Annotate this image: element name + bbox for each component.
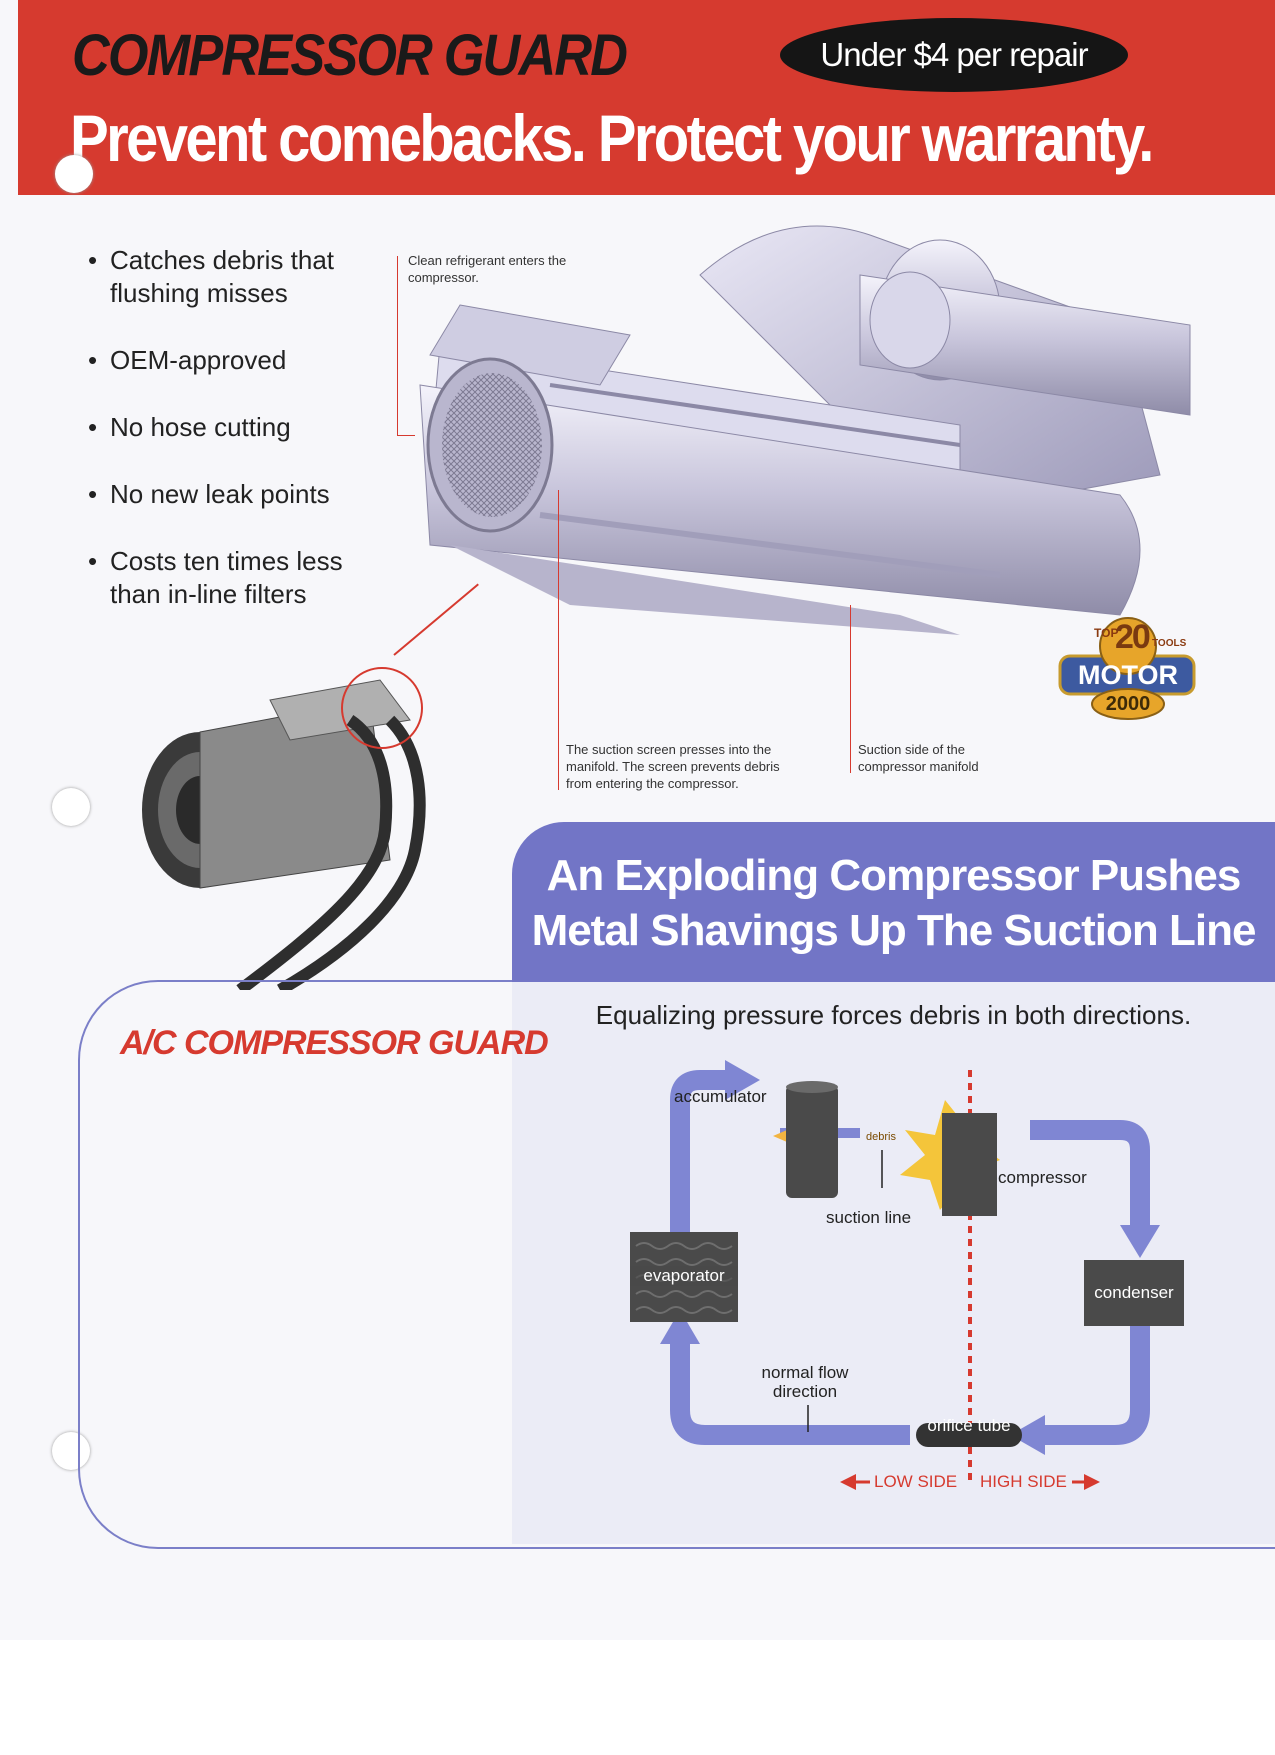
high-side-label: HIGH SIDE (980, 1472, 1067, 1491)
compressor-unit-illustration (142, 667, 426, 990)
leader-line (558, 490, 559, 790)
badge-brand: MOTOR (1078, 660, 1178, 690)
accumulator-shape (786, 1085, 838, 1198)
motor-top20-badge: TOP 20 TOOLS MOTOR 2000 (1058, 612, 1198, 722)
feature-list: Catches debris that flushing misses OEM-… (88, 244, 388, 645)
debris-label: debris (866, 1131, 896, 1143)
condenser-label: condenser (1094, 1283, 1174, 1302)
feature-item: No new leak points (88, 478, 388, 511)
orifice-tube-label: orifice tube (927, 1416, 1011, 1435)
badge-number: 20 (1115, 618, 1151, 656)
badge-top: TOP (1094, 626, 1119, 640)
flow-arrow (660, 1310, 700, 1344)
price-badge: Under $4 per repair (780, 18, 1128, 92)
manifold-cutaway-illustration (419, 225, 1191, 635)
banner-line-1: An Exploding Compressor Pushes (546, 851, 1242, 900)
compressor-shape (942, 1113, 997, 1216)
leader-line (397, 256, 398, 436)
low-side-label: LOW SIDE (874, 1472, 958, 1491)
compressor-label: compressor (998, 1168, 1087, 1187)
guard-section-title: A/C COMPRESSOR GUARD (120, 1024, 549, 1062)
diagram-subtitle: Equalizing pressure forces debris in bot… (595, 1000, 1192, 1030)
tagline: Prevent comebacks. Protect your warranty… (70, 101, 1154, 175)
flow-arrow (1010, 1415, 1045, 1455)
banner-line-2: Metal Shavings Up The Suction Line (531, 906, 1257, 955)
binder-hole (52, 1432, 90, 1470)
callout-clean-refrigerant: Clean refrigerant enters the compressor. (408, 253, 567, 285)
detail-circle (341, 667, 423, 749)
badge-tools: TOOLS (1152, 638, 1187, 649)
accumulator-label: accumulator (674, 1087, 767, 1106)
feature-item: OEM-approved (88, 344, 388, 377)
feature-item: No hose cutting (88, 411, 388, 444)
brand-title: COMPRESSOR GUARD (72, 23, 628, 88)
suction-line-label: suction line (826, 1208, 912, 1227)
leader-line (850, 605, 851, 773)
condenser-shape (1084, 1260, 1184, 1326)
headline-banner: An Exploding Compressor Pushes Metal Sha… (512, 822, 1275, 982)
binder-hole (52, 788, 90, 826)
feature-item: Catches debris that flushing misses (88, 244, 388, 310)
leader-line (397, 435, 415, 436)
badge-year: 2000 (1105, 693, 1151, 715)
callout-suction-screen: The suction screen presses into the mani… (566, 742, 780, 791)
normal-flow-label: normal flow direction (761, 1363, 849, 1401)
flow-arrow (725, 1060, 760, 1100)
binder-hole (55, 155, 93, 193)
feature-item: Costs ten times less than in-line filter… (88, 545, 388, 611)
flow-arrow (1120, 1225, 1160, 1258)
callout-suction-side: Suction side of the compressor manifold (858, 742, 979, 774)
orifice-tube-shape (916, 1423, 1022, 1447)
document-page: COMPRESSOR GUARD Under $4 per repair Pre… (0, 0, 1275, 1640)
evaporator-label: evaporator (630, 1266, 738, 1286)
